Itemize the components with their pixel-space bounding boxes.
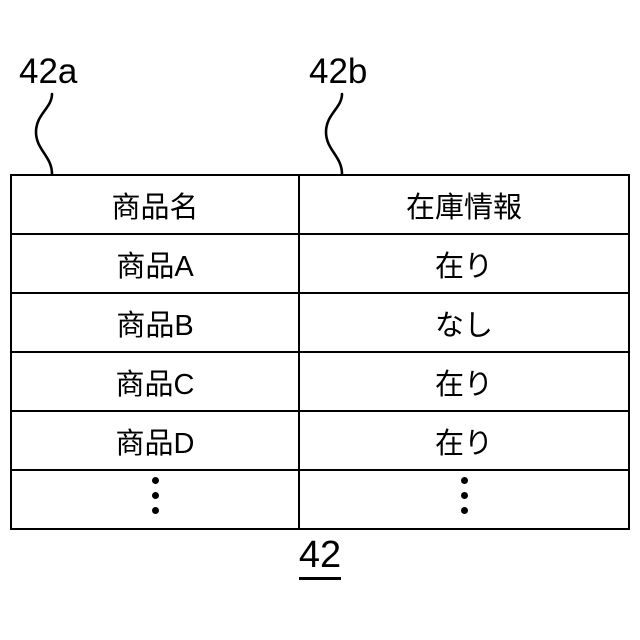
cell-stock-info: 在り xyxy=(298,351,630,412)
cell-stock-info: 在り xyxy=(298,410,630,471)
column-header-product-name: 商品名 xyxy=(10,174,300,235)
cell-stock-info: 在り xyxy=(298,233,630,294)
reference-numeral-42a: 42a xyxy=(19,52,78,91)
table-header-row: 商品名 在庫情報 xyxy=(10,174,630,235)
table-row: 商品A 在り xyxy=(10,233,630,294)
reference-numeral-42b: 42b xyxy=(309,52,368,91)
cell-product-name: 商品D xyxy=(10,410,300,471)
cell-product-name: 商品B xyxy=(10,292,300,353)
leader-line-42a-icon xyxy=(34,92,54,176)
table-continuation-row xyxy=(10,469,630,530)
cell-product-name-ellipsis xyxy=(10,469,300,530)
table-row: 商品D 在り xyxy=(10,410,630,471)
reference-numeral-42-text: 42 xyxy=(298,536,342,580)
reference-numeral-42: 42 xyxy=(0,536,640,580)
table-row: 商品B なし xyxy=(10,292,630,353)
vertical-ellipsis-icon xyxy=(460,477,468,514)
vertical-ellipsis-icon xyxy=(151,477,159,514)
cell-stock-info-ellipsis xyxy=(298,469,630,530)
table-row: 商品C 在り xyxy=(10,351,630,412)
column-header-stock-info: 在庫情報 xyxy=(298,174,630,235)
cell-product-name: 商品A xyxy=(10,233,300,294)
cell-product-name: 商品C xyxy=(10,351,300,412)
leader-line-42b-icon xyxy=(324,92,344,176)
product-stock-table: 商品名 在庫情報 商品A 在り 商品B なし 商品C 在り 商品D 在り xyxy=(10,174,630,530)
cell-stock-info: なし xyxy=(298,292,630,353)
